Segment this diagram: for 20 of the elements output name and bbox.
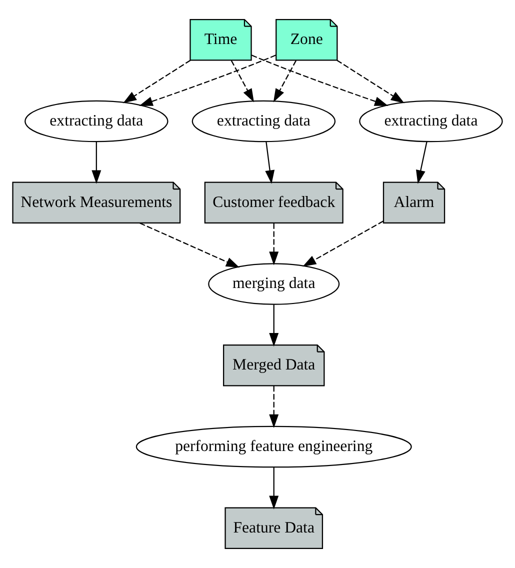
node-ellipse: extracting data bbox=[192, 100, 336, 142]
arrow bbox=[302, 220, 384, 267]
arrow bbox=[140, 222, 240, 268]
arrow bbox=[122, 60, 191, 104]
arrow bbox=[92, 142, 102, 184]
arrow bbox=[265, 142, 275, 184]
node-ellipse: performing feature engineering bbox=[136, 426, 412, 468]
node-ellipse: extracting data bbox=[359, 100, 503, 142]
arrow bbox=[269, 467, 279, 510]
arrow bbox=[336, 60, 404, 104]
arrow bbox=[269, 304, 279, 347]
node-ellipse: merging data bbox=[208, 263, 340, 305]
arrow bbox=[273, 60, 297, 102]
arrow bbox=[269, 386, 279, 428]
arrow bbox=[251, 54, 388, 106]
arrow bbox=[416, 142, 428, 184]
arrow bbox=[230, 60, 254, 102]
node-ellipse: extracting data bbox=[24, 100, 168, 142]
arrow bbox=[269, 223, 279, 266]
arrow bbox=[139, 54, 276, 106]
